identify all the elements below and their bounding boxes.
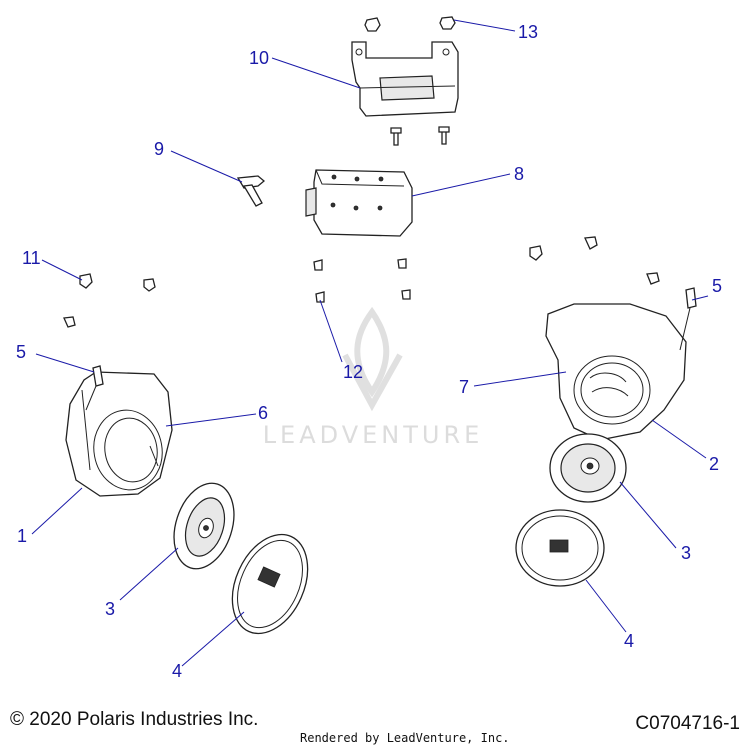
speaker-pod-right bbox=[545, 303, 687, 441]
connector-left bbox=[85, 365, 104, 411]
speaker-left bbox=[173, 482, 235, 570]
rendered-by-text: Rendered by LeadVenture, Inc. bbox=[300, 731, 510, 745]
bolt-part bbox=[390, 126, 450, 146]
clip-part bbox=[236, 175, 266, 207]
callout-3-left: 3 bbox=[105, 599, 115, 619]
watermark-text: LEADVENTURE bbox=[263, 421, 484, 449]
grille-right bbox=[515, 509, 605, 587]
grille-left bbox=[231, 533, 309, 635]
callout-10: 10 bbox=[249, 48, 269, 68]
connector-right bbox=[679, 287, 697, 351]
watermark-logo bbox=[342, 306, 403, 412]
right-bolts bbox=[529, 236, 660, 285]
speaker-right bbox=[549, 433, 627, 503]
callout-1: 1 bbox=[17, 526, 27, 546]
callout-5-right: 5 bbox=[712, 276, 722, 296]
amplifier-part bbox=[305, 169, 413, 237]
left-bolts bbox=[63, 273, 156, 328]
callout-13: 13 bbox=[518, 22, 538, 42]
callout-11: 11 bbox=[22, 248, 41, 268]
screw-part bbox=[313, 258, 411, 303]
callout-5-left: 5 bbox=[16, 342, 26, 362]
callout-8: 8 bbox=[514, 164, 524, 184]
callout-7: 7 bbox=[459, 377, 469, 397]
callout-6: 6 bbox=[258, 403, 268, 423]
nut-part bbox=[364, 16, 456, 32]
copyright-text: © 2020 Polaris Industries Inc. bbox=[10, 709, 259, 730]
callout-4-left: 4 bbox=[172, 661, 182, 681]
callout-4-right: 4 bbox=[624, 631, 634, 651]
bracket-part bbox=[351, 41, 459, 117]
callout-9: 9 bbox=[154, 139, 164, 159]
callout-12: 12 bbox=[343, 362, 363, 382]
callout-2: 2 bbox=[709, 454, 719, 474]
callout-3-right: 3 bbox=[681, 543, 691, 563]
speaker-pod-left bbox=[65, 371, 173, 497]
leader-lines bbox=[31, 19, 709, 667]
document-id: C0704716-1 bbox=[635, 713, 740, 734]
